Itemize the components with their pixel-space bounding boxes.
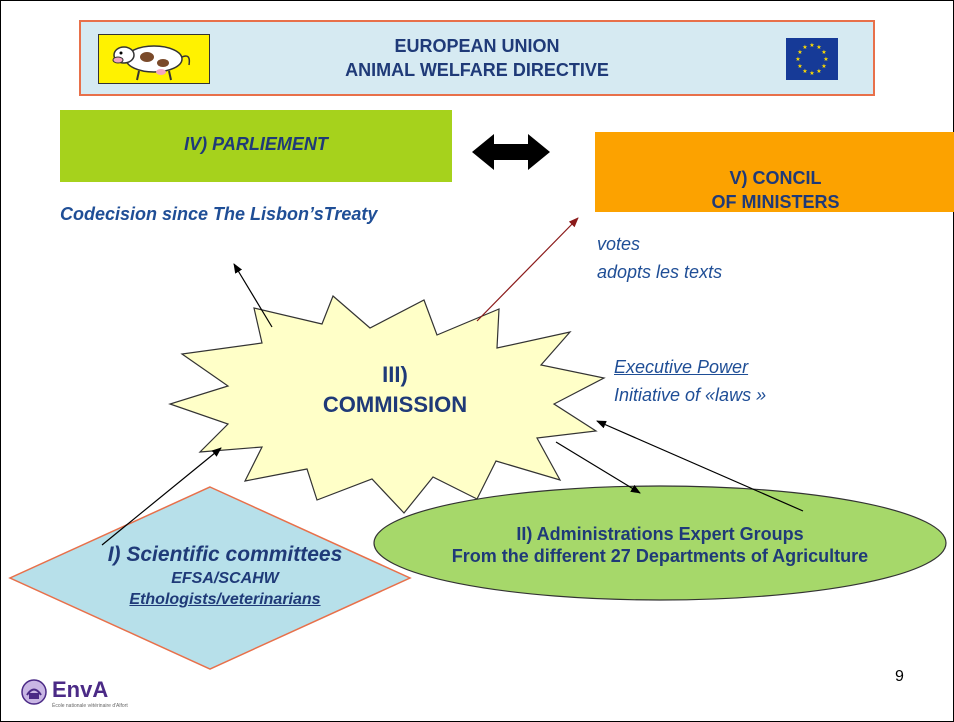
svg-text:★: ★ [823, 56, 828, 63]
svg-text:★: ★ [821, 63, 826, 70]
arrow-scientific-to-commission [101, 447, 222, 546]
page-title: EUROPEAN UNION ANIMAL WELFARE DIRECTIVE [81, 34, 873, 82]
enva-logo-icon [21, 679, 47, 705]
council-box: V) CONCIL OF MINISTERS [595, 132, 954, 212]
svg-text:★: ★ [802, 44, 807, 51]
title-line-2: ANIMAL WELFARE DIRECTIVE [345, 60, 609, 80]
initiative-note: Initiative of «laws » [614, 385, 767, 405]
scientific-diamond [8, 486, 412, 670]
scientific-line-2: EFSA/SCAHW [171, 570, 279, 587]
executive-power-note: Executive Power [614, 357, 749, 377]
arrow-experts-to-commission [596, 420, 804, 512]
title-line-1: EUROPEAN UNION [394, 36, 560, 56]
arrow-commission-to-parliament [233, 263, 273, 328]
council-adopts-note: adopts les texts [597, 262, 723, 282]
svg-text:★: ★ [809, 70, 814, 77]
experts-label: II) Administrations Expert Groups From t… [380, 523, 940, 567]
svg-text:★: ★ [816, 68, 821, 75]
experts-line-1: II) Administrations Expert Groups [516, 524, 804, 544]
svg-text:★: ★ [809, 42, 814, 49]
svg-text:★: ★ [797, 63, 802, 70]
scientific-label: I) Scientific committees EFSA/SCAHW Etho… [40, 542, 410, 610]
experts-line-2: From the different 27 Departments of Agr… [451, 546, 869, 566]
commission-label: III) COMMISSION [322, 362, 468, 417]
parliament-label: IV) PARLIEMENT [184, 134, 328, 154]
page-number: 9 [895, 668, 904, 685]
svg-text:★: ★ [797, 49, 802, 56]
council-votes-note: votes [597, 234, 641, 254]
double-arrow-icon [472, 134, 550, 170]
svg-text:★: ★ [816, 44, 821, 51]
eu-flag-icon: ★★★ ★★★ ★★★ ★★★ [786, 38, 838, 80]
council-label: V) CONCIL OF MINISTERS [711, 168, 840, 212]
scientific-line-3: Ethologists/veterinarians [129, 591, 321, 608]
logo-subtitle: École nationale vétérinaire d'Alfort [52, 703, 128, 709]
svg-text:★: ★ [821, 49, 826, 56]
arrow-commission-to-experts [555, 441, 641, 494]
cow-icon [98, 34, 210, 84]
parliament-box: IV) PARLIEMENT [60, 110, 452, 182]
logo-text: EnvA [52, 677, 109, 702]
arrow-commission-to-council [476, 217, 579, 322]
header-banner: EUROPEAN UNION ANIMAL WELFARE DIRECTIVE … [79, 20, 875, 96]
svg-text:★: ★ [802, 68, 807, 75]
svg-text:★: ★ [795, 56, 800, 63]
enva-logo: EnvA École nationale vétérinaire d'Alfor… [20, 676, 150, 716]
commission-starburst [168, 294, 606, 514]
scientific-line-1: I) Scientific committees [107, 543, 343, 566]
experts-ellipse [373, 485, 947, 601]
codecision-note: Codecision since The Lisbon’sTreaty [60, 204, 378, 224]
